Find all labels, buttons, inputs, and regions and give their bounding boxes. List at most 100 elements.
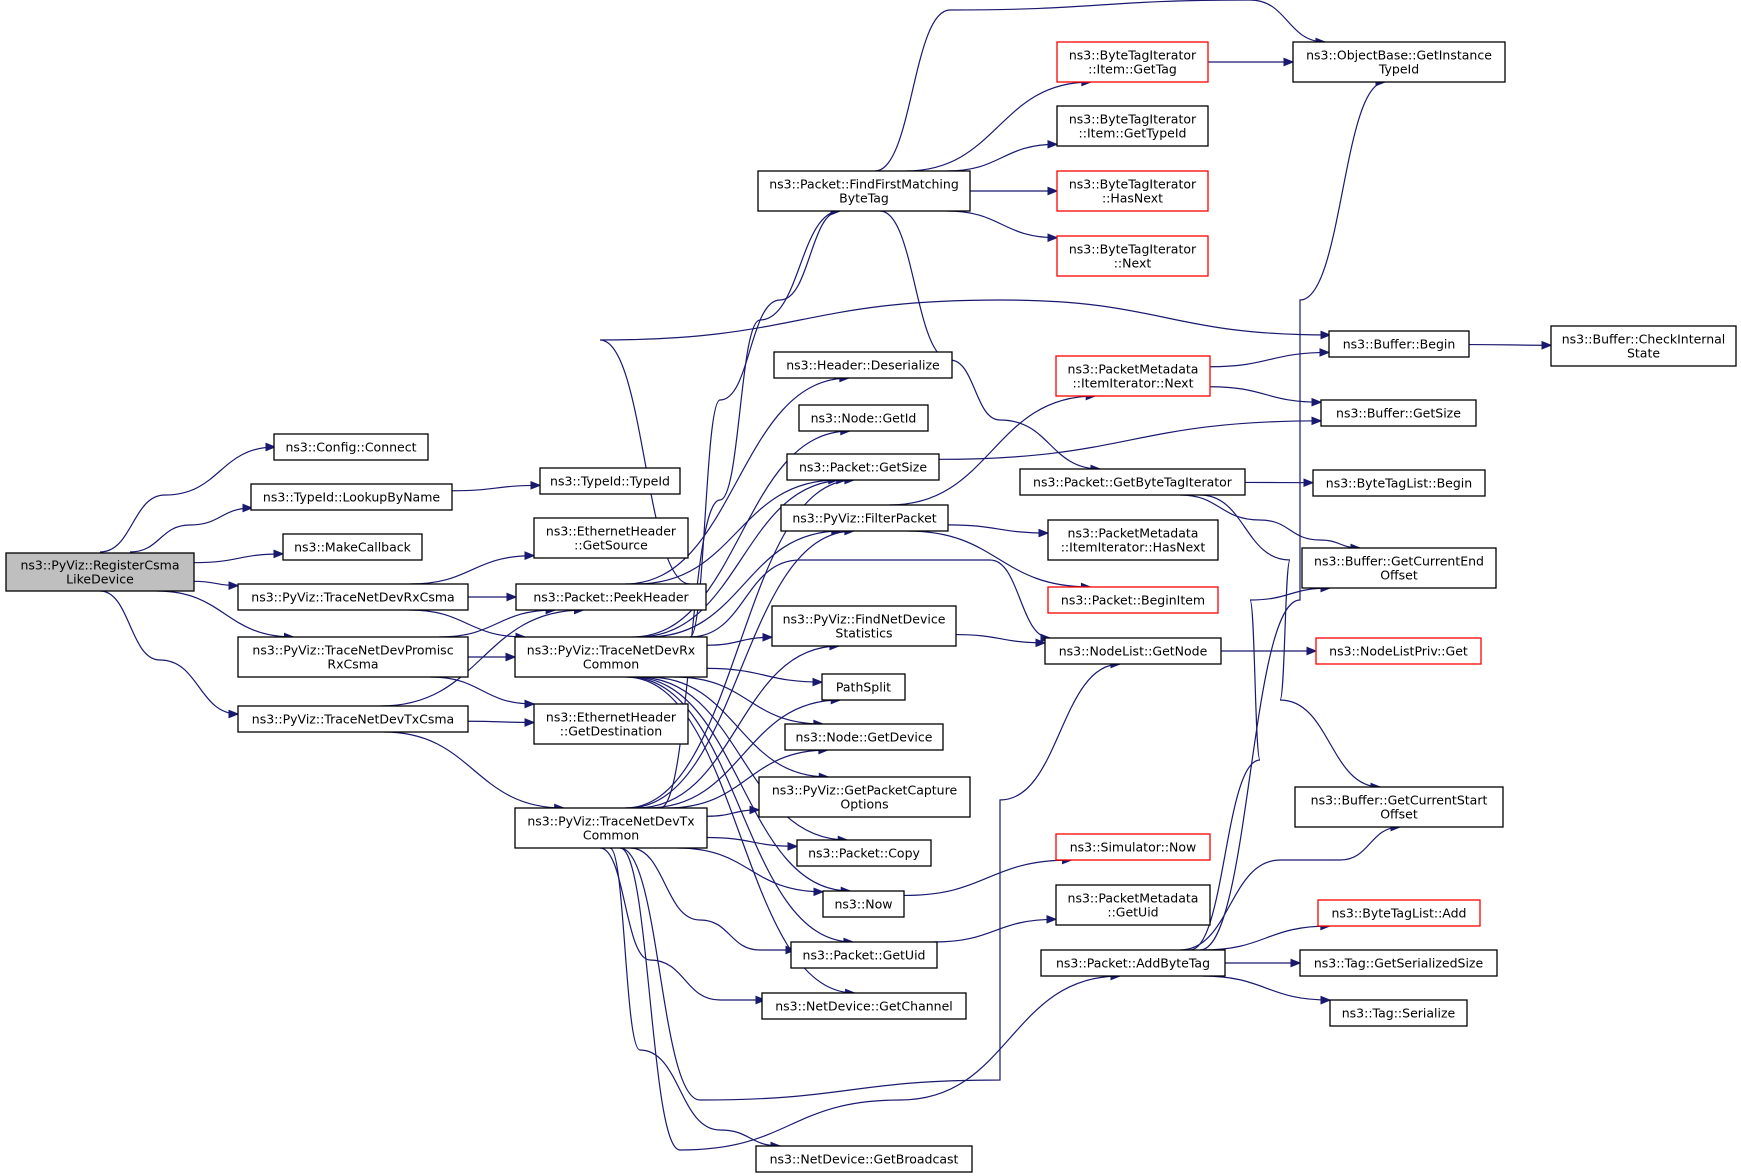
node-connect[interactable]: ns3::Config::Connect [273,433,429,461]
node-label: ns3::Packet::GetSize [799,460,927,475]
node-ethsrc[interactable]: ns3::EthernetHeader::GetSource [533,517,689,559]
node-box [822,890,905,918]
edge-findfirst-to-itemtypeid [946,139,1059,172]
node-pathsplit[interactable]: PathSplit [821,673,906,701]
edge-txcommon-to-copy [706,836,799,851]
edge-findstats-to-getnode [955,633,1047,648]
node-getdevice[interactable]: ns3::Node::GetDevice [784,723,944,751]
node-box [1055,833,1211,861]
node-pmnext[interactable]: ns3::PacketMetadata::ItemIterator::Next [1055,355,1211,397]
node-nodegetid[interactable]: ns3::Node::GetId [798,404,929,432]
node-label: ns3::ByteTagIterator [1069,112,1197,127]
node-bufsize[interactable]: ns3::Buffer::GetSize [1320,399,1477,427]
node-getbcast[interactable]: ns3::NetDevice::GetBroadcast [755,1145,973,1173]
node-pmhasnext[interactable]: ns3::PacketMetadata::ItemIterator::HasNe… [1047,519,1219,561]
edge-pmnext-to-bufbegin [1209,348,1331,368]
node-box [771,605,957,647]
node-makecb[interactable]: ns3::MakeCallback [282,533,423,561]
node-box [796,839,932,867]
node-pktsize[interactable]: ns3::Packet::GetSize [786,453,940,481]
node-ethdst[interactable]: ns3::EthernetHeader::GetDestination [533,703,689,745]
node-box [1047,586,1219,614]
node-label: State [1627,346,1660,361]
node-box [1329,999,1468,1027]
node-btladd[interactable]: ns3::ByteTagList::Add [1317,899,1481,927]
node-hasnext[interactable]: ns3::ByteTagIterator::HasNext [1056,170,1209,212]
node-label: ns3::Buffer::CheckInternal [1562,332,1726,347]
node-bufbegin[interactable]: ns3::Buffer::Begin [1328,330,1470,358]
node-tagsersize[interactable]: ns3::Tag::GetSerializedSize [1299,949,1498,977]
node-box [1047,519,1219,561]
edge-txcommon-to-getchannel [599,847,767,1005]
node-now[interactable]: ns3::Now [822,890,905,918]
node-filter[interactable]: ns3::PyViz::FilterPacket [780,504,949,532]
node-label: ns3::Tag::Serialize [1342,1006,1456,1021]
node-label: Common [583,657,639,672]
node-label: ::GetDestination [560,724,662,739]
edge-root-to-rxcsma [193,580,240,590]
node-label: TypeId [1378,62,1419,77]
node-label: ::Next [1114,256,1152,271]
node-box [533,703,689,745]
node-label: ns3::NodeList::GetNode [1059,644,1208,659]
node-getuid[interactable]: ns3::Packet::GetUid [790,941,938,969]
node-nlpget[interactable]: ns3::NodeListPriv::Get [1315,637,1482,665]
node-btlbegin[interactable]: ns3::ByteTagList::Begin [1312,469,1486,497]
node-lookup[interactable]: ns3::TypeId::LookupByName [250,483,453,511]
node-peek[interactable]: ns3::Packet::PeekHeader [515,583,707,611]
node-pmgetuid[interactable]: ns3::PacketMetadata::GetUid [1055,884,1211,926]
node-copy[interactable]: ns3::Packet::Copy [796,839,932,867]
node-box [1299,949,1498,977]
node-label: Offset [1380,807,1418,822]
node-getchannel[interactable]: ns3::NetDevice::GetChannel [761,992,967,1020]
node-rxcsma[interactable]: ns3::PyViz::TraceNetDevRxCsma [237,583,469,611]
node-label: ns3::PyViz::TraceNetDevTxCsma [252,712,454,727]
node-getbtiter[interactable]: ns3::Packet::GetByteTagIterator [1019,468,1246,496]
node-label: Common [583,828,639,843]
node-label: PathSplit [836,680,891,695]
node-box [755,1145,973,1173]
node-box [784,723,944,751]
node-getnode[interactable]: ns3::NodeList::GetNode [1044,637,1222,665]
node-btinext[interactable]: ns3::ByteTagIterator::Next [1056,235,1209,277]
node-addbytetag[interactable]: ns3::Packet::AddByteTag [1040,949,1226,977]
node-itemtag[interactable]: ns3::ByteTagIterator::Item::GetTag [1056,41,1209,83]
edges-layer [99,0,1553,1151]
edge-promisc-to-rxcommon [468,652,517,662]
node-label: ns3::PyViz::FilterPacket [792,511,936,526]
node-txcsma[interactable]: ns3::PyViz::TraceNetDevTxCsma [237,705,469,733]
node-label: ::GetUid [1107,905,1158,920]
edge-addbytetag-to-btladd [1202,921,1332,951]
node-deser[interactable]: ns3::Header::Deserialize [773,351,953,379]
node-label: ns3::PacketMetadata [1068,362,1199,377]
edge-itemtag-to-objbase [1208,57,1295,67]
node-box [1320,399,1477,427]
node-label: ::GetSource [574,538,648,553]
node-tagser[interactable]: ns3::Tag::Serialize [1329,999,1468,1027]
node-beginitem[interactable]: ns3::Packet::BeginItem [1047,586,1219,614]
node-label: ns3::Packet::FindFirstMatching [769,177,959,192]
node-typeid[interactable]: ns3::TypeId::TypeId [539,467,681,495]
node-simnow[interactable]: ns3::Simulator::Now [1055,833,1211,861]
node-box [1040,949,1226,977]
edge-txcommon-to-getuid [629,847,797,955]
node-box [1550,325,1737,367]
node-label: ns3::Buffer::GetCurrentEnd [1314,554,1484,569]
node-label: ::Item::GetTag [1088,62,1177,77]
node-itemtypeid[interactable]: ns3::ByteTagIterator::Item::GetTypeId [1056,105,1209,147]
node-box [780,504,949,532]
node-box [250,483,453,511]
node-box [514,807,708,849]
